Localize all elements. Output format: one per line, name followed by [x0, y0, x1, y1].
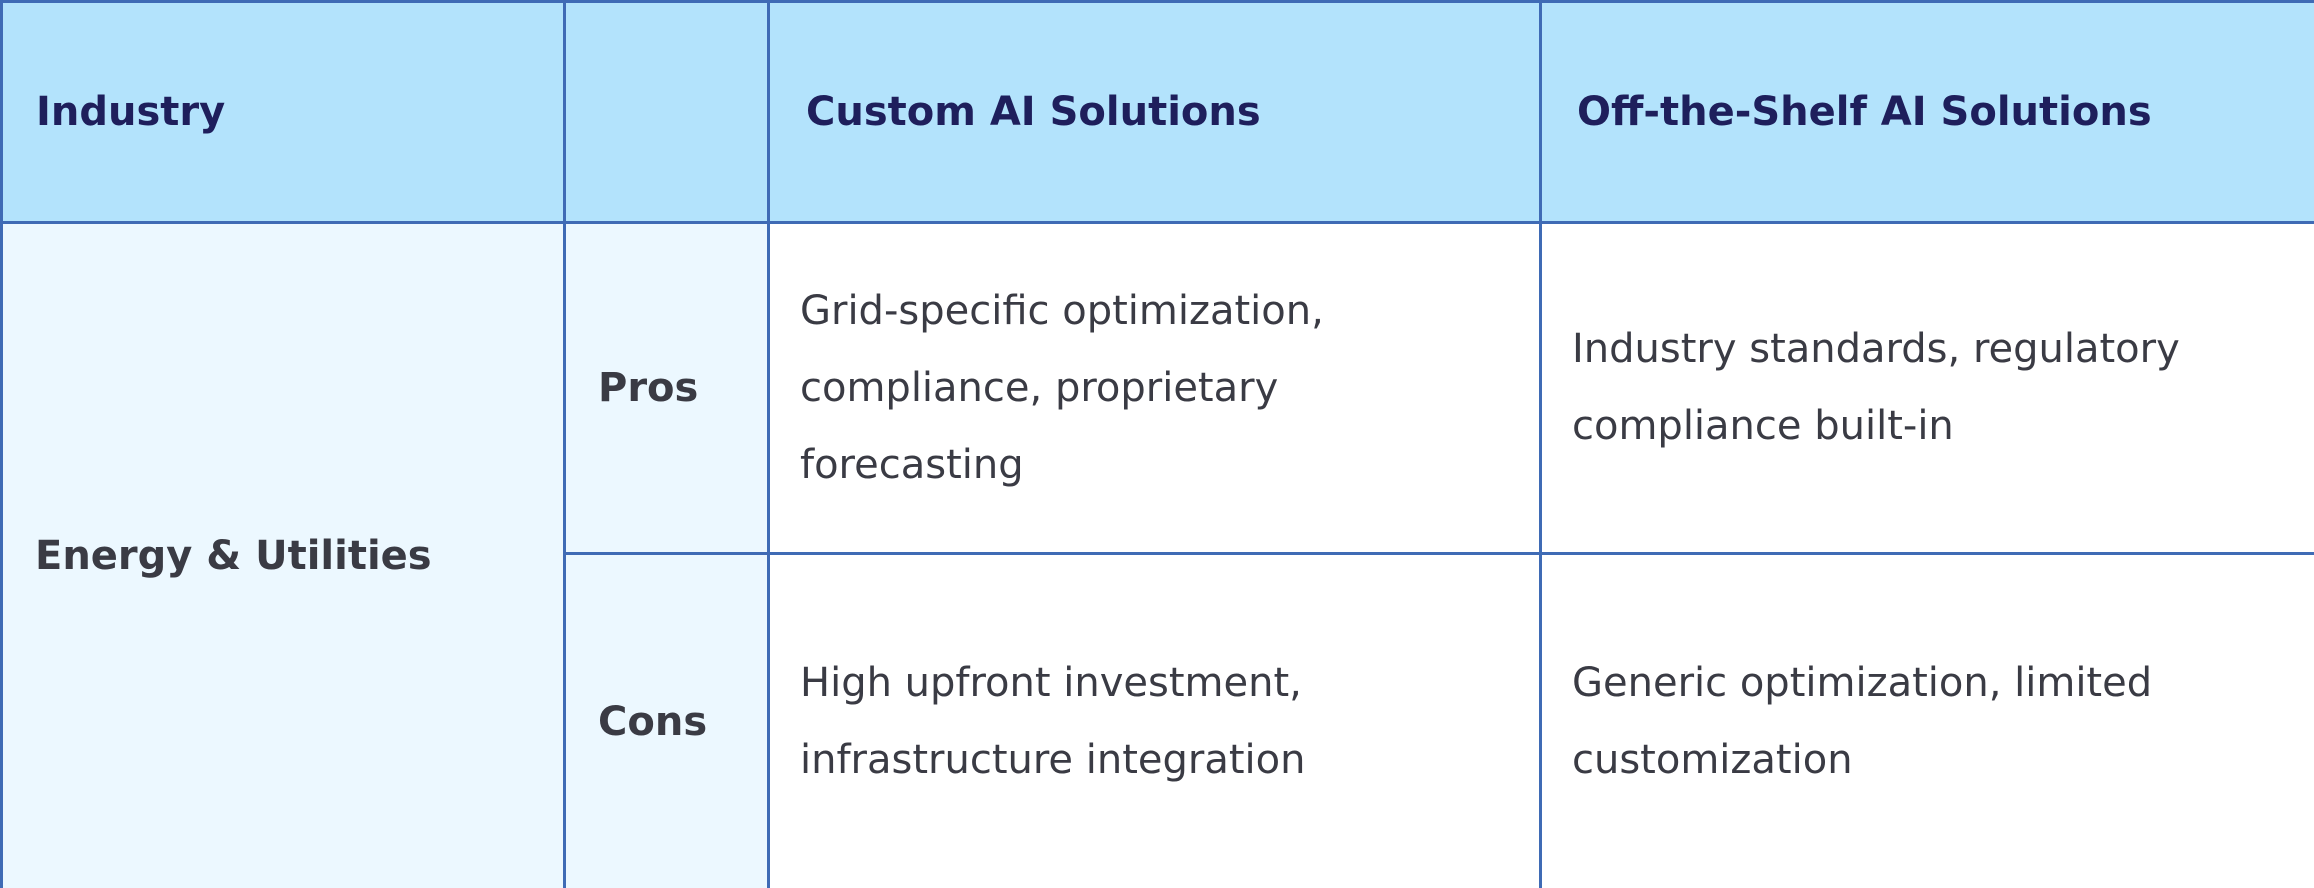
pros-custom-cell: Grid-specific optimization, compliance, … [767, 221, 1542, 555]
table-header-row: Industry Custom AI Solutions Off-the-She… [0, 0, 2314, 224]
cons-custom-cell: High upfront investment, infrastructure … [767, 552, 1542, 888]
header-aspect [563, 0, 770, 224]
header-custom-ai-solutions: Custom AI Solutions [767, 0, 1542, 224]
row-label-cons: Cons [563, 552, 770, 888]
table-row-cons: Cons High upfront investment, infrastruc… [2, 552, 2314, 888]
row-label-pros: Pros [563, 221, 770, 555]
header-off-the-shelf-ai-solutions: Off-the-Shelf AI Solutions [1539, 0, 2314, 224]
industry-cell: Energy & Utilities [0, 221, 566, 888]
pros-off-the-shelf-cell: Industry standards, regulatory complianc… [1539, 221, 2314, 555]
table-row-pros: Energy & Utilities Pros Grid-specific op… [0, 221, 2314, 888]
cons-off-the-shelf-cell: Generic optimization, limited customizat… [1539, 552, 2314, 888]
header-industry: Industry [0, 0, 566, 224]
